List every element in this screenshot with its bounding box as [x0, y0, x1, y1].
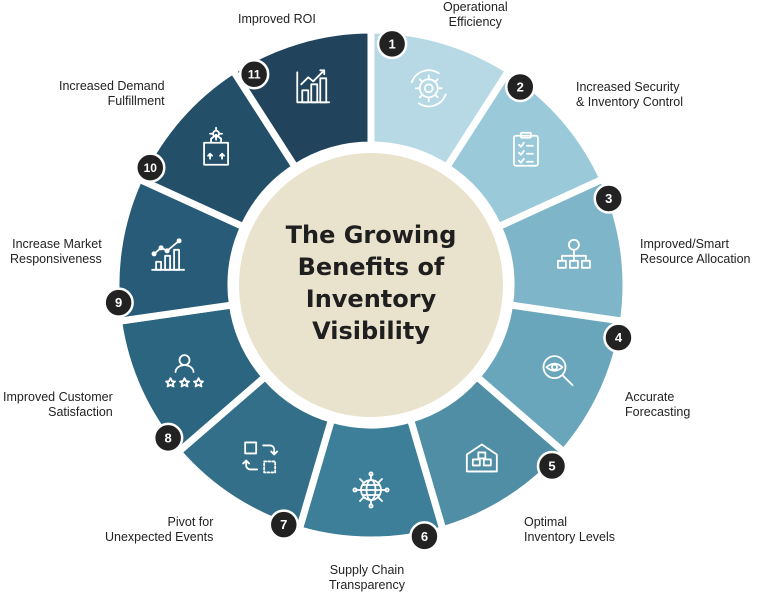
customer-rating-icon [165, 354, 204, 388]
label-operational-efficiency: Operational Efficiency [443, 0, 508, 30]
badge-number: 5 [548, 459, 555, 474]
growth-chart-icon [151, 238, 185, 271]
badge-number: 4 [615, 330, 623, 345]
label-pivot: Pivot for Unexpected Events [105, 515, 213, 545]
label-demand-fulfillment: Increased Demand Fulfillment [59, 79, 165, 109]
badge-circle [536, 450, 568, 482]
label-line: Increased Security [576, 80, 680, 94]
label-line: Improved Customer [3, 390, 113, 404]
badge-circle [409, 521, 440, 552]
number-badge-11: 11 [238, 58, 270, 90]
label-inventory-levels: Optimal Inventory Levels [524, 515, 615, 545]
roi-chart-icon [296, 69, 331, 104]
magnifier-eye-icon [542, 355, 574, 387]
label-line: Improved ROI [238, 12, 316, 26]
label-resource-allocation: Improved/Smart Resource Allocation [640, 237, 750, 267]
number-badge-2: 2 [505, 71, 536, 103]
label-line: Increased Demand [59, 79, 165, 93]
badge-circle [593, 183, 624, 214]
badge-circle [505, 71, 536, 103]
label-line: Efficiency [448, 15, 502, 29]
label-improved-roi: Improved ROI [238, 12, 316, 27]
label-supply-chain: Supply Chain Transparency [329, 563, 405, 593]
badge-circle [135, 152, 166, 183]
label-line: Forecasting [625, 405, 691, 419]
label-line: Operational [443, 0, 508, 14]
badge-circle [376, 28, 408, 60]
number-badge-5: 5 [536, 450, 568, 482]
badge-number: 1 [388, 36, 395, 51]
gear-cycle-icon [410, 69, 447, 108]
label-line: Transparency [329, 578, 405, 592]
label-line: Satisfaction [48, 405, 113, 419]
center-title: The Growing Benefits of Inventory Visibi… [246, 219, 496, 347]
package-icon [203, 126, 229, 166]
warehouse-icon [465, 443, 498, 473]
number-badge-9: 9 [103, 287, 134, 318]
number-badge-1: 1 [376, 28, 408, 60]
label-line: Accurate [625, 390, 675, 404]
label-line: Optimal [524, 515, 568, 529]
global-network-icon [352, 471, 390, 509]
label-market-responsiveness: Increase Market Responsiveness [10, 237, 102, 267]
number-badge-4: 4 [603, 322, 634, 353]
number-badge-10: 10 [135, 152, 166, 183]
badge-circle [103, 287, 134, 318]
org-chart-icon [557, 238, 591, 269]
badge-number: 2 [517, 79, 524, 94]
badge-circle [152, 422, 184, 454]
number-badge-6: 6 [409, 521, 440, 552]
badge-number: 10 [144, 161, 158, 175]
label-line: Pivot for [167, 515, 214, 529]
center-title-line-1: The Growing [285, 221, 457, 249]
center-circle [231, 145, 511, 425]
number-badge-7: 7 [268, 509, 300, 540]
badge-number: 6 [421, 529, 428, 544]
number-badge-8: 8 [152, 422, 184, 454]
pivot-squares-icon [242, 441, 279, 474]
center-title-line-4: Visibility [312, 317, 430, 345]
label-line: Unexpected Events [105, 530, 214, 544]
label-line: Responsiveness [10, 252, 102, 266]
badge-circle [268, 509, 300, 540]
label-accurate-forecasting: Accurate Forecasting [625, 390, 690, 420]
number-badge-3: 3 [593, 183, 624, 214]
center-title-line-3: Inventory [305, 285, 437, 313]
wheel-sectors [112, 26, 630, 544]
label-line: Supply Chain [329, 563, 405, 577]
clipboard-checklist-icon [513, 131, 539, 167]
label-line: & Inventory Control [576, 95, 683, 109]
label-line: Increase Market [12, 237, 102, 251]
center-title-line-2: Benefits of [297, 253, 445, 281]
label-line: Inventory Levels [524, 530, 616, 544]
badge-number: 8 [165, 430, 172, 445]
badge-number: 3 [605, 191, 612, 206]
label-line: Fulfillment [107, 94, 165, 108]
badge-circle [238, 58, 270, 90]
badge-number: 11 [248, 68, 261, 82]
label-customer-satisfaction: Improved Customer Satisfaction [3, 390, 113, 420]
badge-number: 9 [115, 295, 122, 310]
number-badges: 1 2 3 4 5 6 7 8 9 10 11 [103, 28, 634, 552]
badge-circle [603, 322, 634, 353]
label-line: Improved/Smart [640, 237, 729, 251]
badge-number: 7 [280, 517, 287, 532]
label-line: Resource Allocation [640, 252, 751, 266]
label-increased-security: Increased Security & Inventory Control [576, 80, 683, 110]
wheel-icons [151, 69, 591, 509]
